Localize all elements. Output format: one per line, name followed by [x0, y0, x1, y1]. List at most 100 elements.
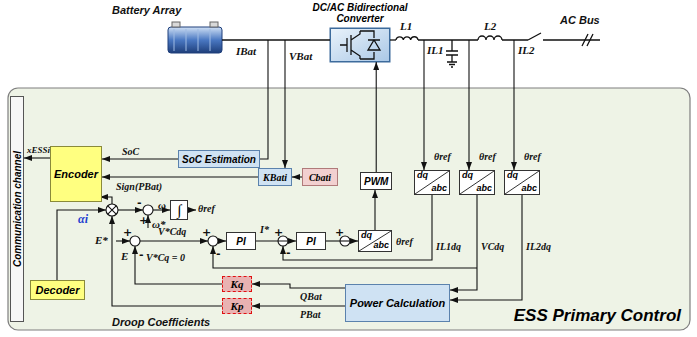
node-label: PI — [306, 236, 315, 247]
signal-wire — [116, 240, 130, 241]
diagonal-line — [415, 171, 449, 194]
sum-junction — [208, 236, 218, 246]
transform-box: dqabc — [504, 170, 540, 195]
node-label: PWM — [364, 176, 388, 187]
signal-wire — [513, 40, 514, 170]
signal-name: IBat — [236, 45, 256, 57]
signal-wire — [218, 240, 226, 241]
sum-junction — [143, 205, 153, 215]
ac-wire — [390, 39, 396, 40]
signal-wire — [140, 240, 208, 241]
sign-symbol: + — [274, 227, 283, 239]
signal-name: QBat — [300, 291, 322, 302]
frame-label: abc — [431, 184, 447, 194]
signal-name: I* — [260, 224, 269, 235]
frame-label: dq — [507, 171, 518, 181]
battery-cell — [174, 29, 175, 51]
signal-connector — [252, 305, 345, 306]
signal-name: xESSi — [27, 146, 50, 156]
node-label: Decoder — [35, 284, 79, 296]
signal-wire — [283, 195, 432, 260]
converter-ground — [330, 28, 390, 62]
signal-name: IL2dq — [526, 241, 551, 252]
inductor-symbol — [478, 36, 502, 40]
sign-symbol: + — [123, 227, 132, 239]
battery-cell — [186, 29, 187, 51]
inductor-symbol — [396, 37, 418, 40]
power-calc-box: Power Calculation — [345, 284, 450, 322]
signal-name: PBat — [300, 309, 321, 320]
part-name: AC Bus — [560, 14, 600, 26]
signal-wire — [57, 210, 106, 280]
signal-name: V*Cdq — [158, 226, 186, 237]
battery-cell — [198, 29, 199, 51]
control-panel: Communication channel Encoder SoC Estimati… — [8, 88, 690, 330]
diagonal-line — [460, 171, 494, 194]
igbt-symbol — [340, 31, 380, 59]
node-label: Kp — [231, 300, 244, 312]
node-label: Cbati — [309, 172, 331, 183]
signal-name: αi — [78, 213, 88, 226]
signal-wire — [135, 246, 222, 284]
signal-connector — [376, 62, 377, 172]
signal-name: IL2 — [518, 44, 535, 56]
panel-ground — [8, 88, 690, 330]
node-label: PI — [236, 236, 245, 247]
signal-connector — [450, 195, 477, 290]
junction-circle — [208, 236, 218, 246]
signal-wire — [147, 215, 148, 228]
signal-connector — [102, 158, 178, 159]
igbt-lines — [340, 31, 360, 59]
sign-symbol: - — [216, 248, 221, 260]
junction-circle — [130, 236, 140, 246]
signal-wire — [468, 40, 469, 170]
signal-connector — [102, 176, 258, 177]
node-label: Kq — [231, 278, 244, 290]
bus-marks — [582, 34, 593, 46]
signal-name: IL1dq — [436, 241, 461, 252]
capacity-box: Cbati — [302, 168, 338, 186]
signal-wire — [252, 40, 268, 159]
junction-circle — [106, 204, 118, 216]
droop-gain-box: Kp — [222, 298, 252, 314]
signal-name: ω — [158, 199, 166, 211]
battery-array — [168, 22, 222, 53]
junction-circle — [143, 205, 153, 215]
soc-estimation-box: SoC Estimation — [178, 150, 260, 168]
integrator-box: ∫ — [170, 200, 188, 220]
pwm-box: PWM — [360, 172, 392, 190]
signal-name: θref — [198, 203, 215, 214]
pi-controller: PI — [296, 232, 326, 250]
node-label: Encoder — [54, 168, 98, 180]
sign-symbol: + — [202, 227, 211, 239]
comm-channel-band: Communication channel — [10, 96, 24, 322]
droop-gain-box: Kq — [222, 276, 252, 292]
signal-wire — [284, 40, 285, 168]
frame-label: dq — [361, 231, 372, 241]
signal-name: SoC — [122, 146, 139, 157]
part-name: Battery Array — [112, 4, 181, 16]
frame-label: dq — [417, 171, 428, 181]
diagonal-line — [359, 231, 391, 251]
node-label: ESS Primary Control — [514, 307, 681, 326]
node-label: KBati — [263, 172, 287, 183]
signal-name: E — [121, 250, 128, 262]
signal-name: ω* — [152, 218, 165, 230]
sum-junction — [106, 204, 118, 216]
signal-name: θref — [524, 151, 541, 162]
signal-connector — [326, 240, 358, 241]
multiply-cross — [108, 206, 116, 214]
dc-wire — [222, 39, 330, 40]
node-label: Communication channel — [12, 151, 23, 267]
signal-name: θref — [479, 151, 496, 162]
node-label: SoC Estimation — [182, 154, 256, 165]
node-label: ∫ — [177, 202, 181, 219]
signal-name: Sign(PBat) — [116, 181, 162, 192]
signal-name: VCdq — [481, 241, 504, 252]
converter-box: DC/AC Bidirectional Converter — [330, 28, 390, 62]
power-path — [222, 33, 600, 67]
sign-symbol: + — [139, 215, 148, 227]
sign-symbol: + — [335, 227, 344, 239]
